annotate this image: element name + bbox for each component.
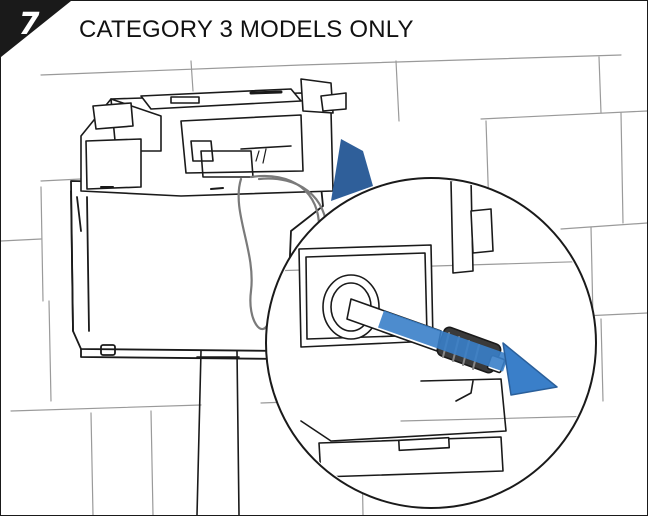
step-number: 7 xyxy=(18,7,40,42)
flush-mechanism xyxy=(80,78,347,197)
step-badge: 7 xyxy=(1,1,71,57)
detail-zoom-circle xyxy=(265,177,597,509)
badge-triangle-icon xyxy=(1,1,71,57)
page-title: CATEGORY 3 MODELS ONLY xyxy=(79,16,414,43)
drain-pipe xyxy=(196,350,240,515)
cistern-illustration xyxy=(1,54,647,515)
arrow-right-down-icon xyxy=(378,310,558,396)
detail-pointer xyxy=(331,139,373,201)
